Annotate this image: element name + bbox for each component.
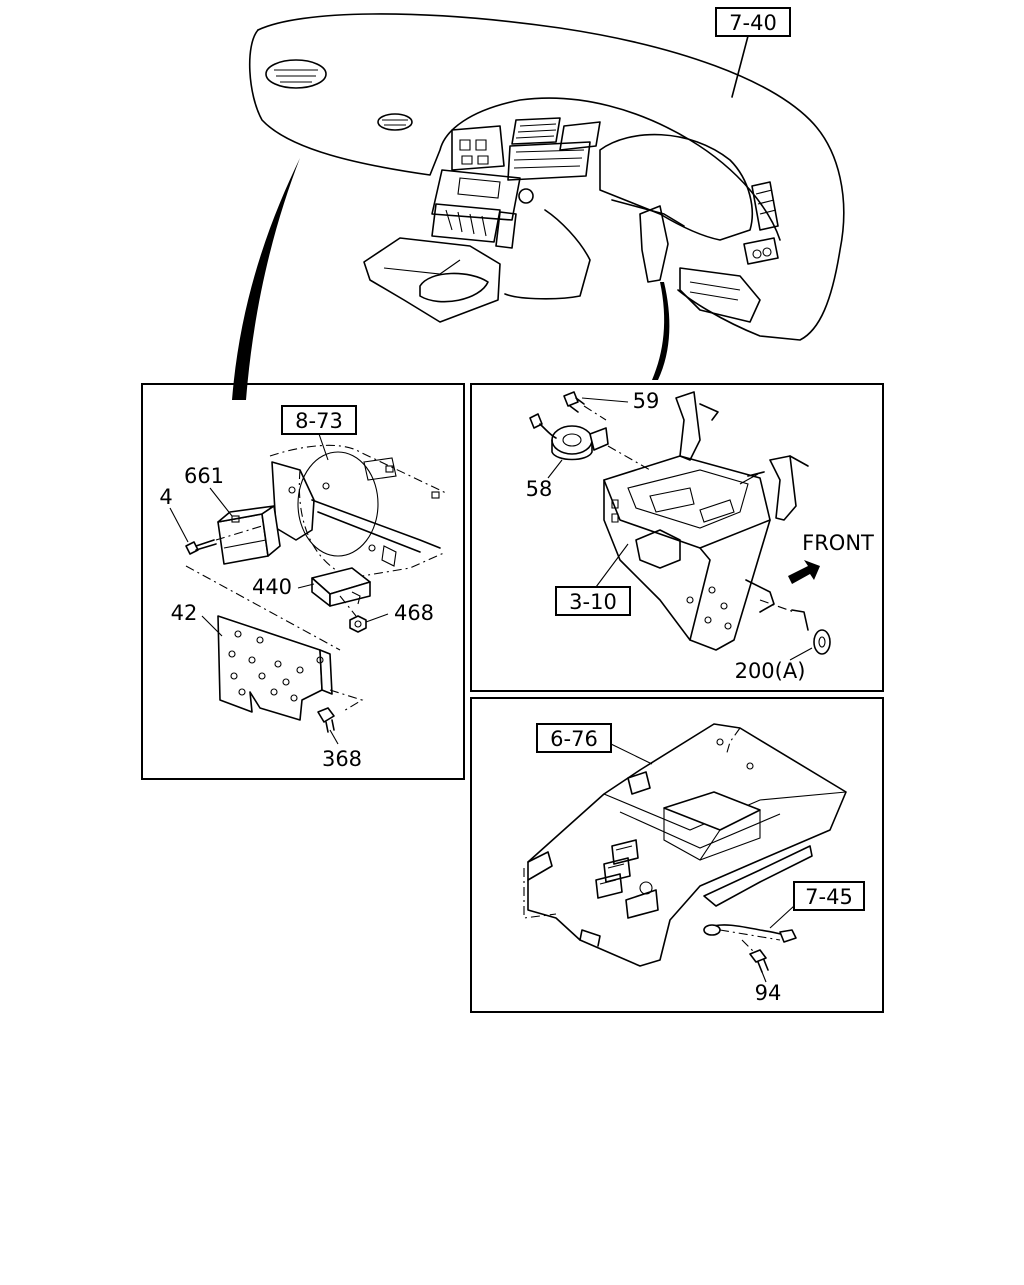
part-label-42: 42 bbox=[171, 601, 198, 625]
part-label-368: 368 bbox=[322, 747, 362, 771]
left-panel-illustration bbox=[185, 444, 449, 733]
right-top-panel-illustration bbox=[529, 391, 831, 655]
detail-panel-right-top bbox=[470, 383, 884, 692]
detail-panel-left bbox=[141, 383, 465, 780]
part-label-58: 58 bbox=[526, 477, 553, 501]
part-label-440: 440 bbox=[252, 575, 292, 599]
ref-box-3-10 bbox=[555, 586, 631, 616]
ref-7-40: 7-40 bbox=[729, 11, 777, 35]
ref-6-76: 6-76 bbox=[550, 727, 598, 751]
part-label-4: 4 bbox=[159, 485, 172, 509]
part-label-200a: 200(A) bbox=[735, 659, 806, 683]
part-label-94: 94 bbox=[755, 981, 782, 1005]
ref-8-73: 8-73 bbox=[295, 409, 343, 433]
ref-7-45: 7-45 bbox=[805, 885, 853, 909]
ref-box-6-76 bbox=[536, 723, 612, 753]
front-direction-label: FRONT bbox=[802, 531, 874, 555]
ref-box-7-40 bbox=[715, 7, 791, 37]
front-arrow-icon bbox=[788, 560, 820, 584]
dashboard-illustration bbox=[248, 13, 845, 341]
part-label-468: 468 bbox=[394, 601, 434, 625]
right-bottom-panel-illustration bbox=[523, 723, 847, 973]
part-label-59: 59 bbox=[633, 389, 660, 413]
ref-3-10: 3-10 bbox=[569, 590, 617, 614]
detail-panel-right-bottom bbox=[470, 697, 884, 1013]
ref-box-7-45 bbox=[793, 881, 865, 911]
part-label-661: 661 bbox=[184, 464, 224, 488]
leader-right-swoosh bbox=[652, 282, 670, 380]
leader-left-swoosh bbox=[232, 158, 300, 400]
